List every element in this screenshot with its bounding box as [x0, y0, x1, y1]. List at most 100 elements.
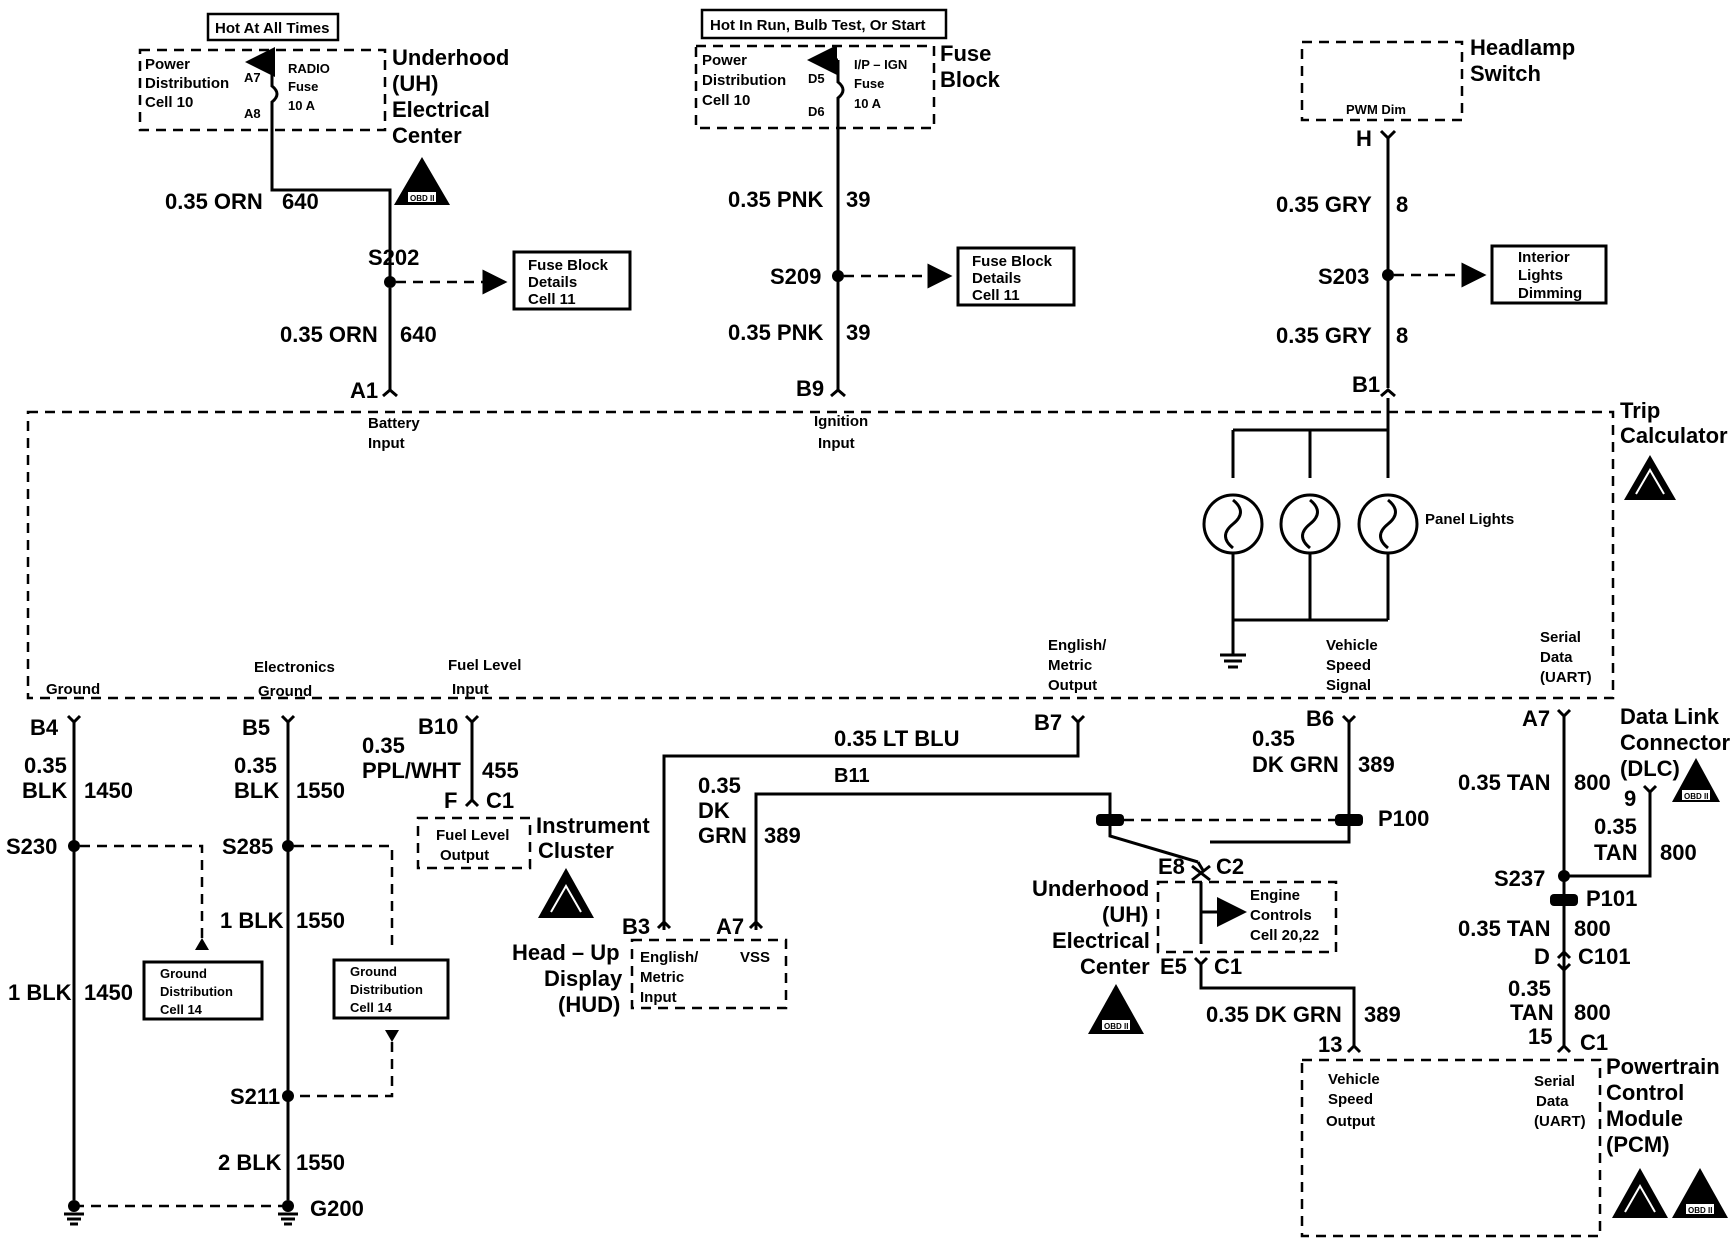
dkgrn-gauge: 0.35 [698, 773, 741, 798]
connector-c1-ic: C1 [486, 788, 514, 813]
tan800a-num: 800 [1574, 770, 1611, 795]
gd1-line-2: Distribution [160, 984, 233, 999]
pin-h: H [1356, 126, 1372, 151]
ground-g200-label: G200 [310, 1196, 364, 1221]
wire-39-num-b: 39 [846, 320, 870, 345]
ec-line-1: Engine [1250, 887, 1300, 904]
fbd2-line-1: Fuse Block [972, 253, 1053, 270]
panel-lights-label: Panel Lights [1425, 511, 1514, 528]
obd-warning-icon: OBD II [1672, 1168, 1728, 1218]
splice-s285-label: S285 [222, 834, 273, 859]
ec-line-3: Cell 20,22 [1250, 927, 1319, 944]
fb-d5-label: D5 [808, 71, 825, 86]
s285-branch [294, 844, 394, 952]
fuse-block-details-box-1 [512, 250, 632, 311]
splice-s230-label: S230 [6, 834, 57, 859]
tan800d-color: TAN [1510, 1000, 1554, 1025]
headlamp-title-2: Switch [1470, 61, 1541, 86]
hud-title-1: Head – Up [512, 940, 620, 965]
svg-text:OBD II: OBD II [1688, 1206, 1712, 1215]
obd-warning-icon: OBD II [1672, 758, 1720, 802]
wire-39-num-a: 39 [846, 187, 870, 212]
trip-calculator-box [26, 410, 1615, 700]
blk1550-num: 1550 [296, 908, 345, 933]
splice-s209-label: S209 [770, 264, 821, 289]
uh2-title-2: (UH) [1102, 902, 1148, 927]
serial-data-2: Data [1540, 649, 1573, 666]
pcm-sd-2: Data [1536, 1093, 1569, 1110]
tan800d-gauge: 0.35 [1508, 976, 1551, 1001]
uh-pdc-label-2: Distribution [145, 75, 229, 92]
em-output-1: English/ [1048, 637, 1107, 654]
flo-line-1: Fuel Level [436, 827, 509, 844]
hot-in-run-box [700, 8, 948, 40]
trip-calculator-title-1: Trip [1620, 398, 1660, 423]
splice-s202-label: S202 [368, 245, 419, 270]
tan800b-color: TAN [1594, 840, 1638, 865]
ign-fuse-label-2: Fuse [854, 76, 884, 91]
pin-b7: B7 [1034, 710, 1062, 735]
pcm-vss-1: Vehicle [1328, 1071, 1380, 1088]
wire-8-color-a: 0.35 GRY [1276, 192, 1372, 217]
fbd1-line-2: Details [528, 274, 577, 291]
connector-c2-x [1191, 864, 1211, 882]
fuse-block-title-2: Block [940, 67, 1001, 92]
gd2-line-1: Ground [350, 964, 397, 979]
blk1550-color: 1 BLK [220, 908, 284, 933]
uh2-title-3: Electrical [1052, 928, 1150, 953]
pcm-title-2: Control [1606, 1080, 1684, 1105]
wire-640-orn [270, 62, 392, 282]
fuse-block-title-1: Fuse [940, 41, 991, 66]
instrument-cluster-1: Instrument [536, 813, 650, 838]
pin-b3: B3 [622, 914, 650, 939]
ec-line-2: Controls [1250, 907, 1312, 924]
p101-label: P101 [1586, 886, 1637, 911]
pin-15: 15 [1528, 1024, 1552, 1049]
pcm-box [1300, 1058, 1602, 1238]
wire-lt-blu [662, 722, 1080, 930]
ltblu-label: 0.35 LT BLU [834, 726, 960, 751]
pcm-title-4: (PCM) [1606, 1132, 1670, 1157]
b4-color: BLK [22, 778, 67, 803]
b5-color: BLK [234, 778, 279, 803]
pin-e5: E5 [1160, 954, 1187, 979]
pin-a1: A1 [350, 378, 378, 403]
obd-warning-icon: OBD II [394, 157, 450, 205]
pin-a7-sd: A7 [1522, 706, 1550, 731]
battery-input-1: Battery [368, 415, 420, 432]
connector-p100-left [1096, 814, 1124, 826]
uh-center-title-1: Underhood [392, 45, 509, 70]
p100-label: P100 [1378, 806, 1429, 831]
b6-gauge: 0.35 [1252, 726, 1295, 751]
esd-warning-icon [538, 868, 594, 918]
wire-8-color-b: 0.35 GRY [1276, 323, 1372, 348]
uh-a7-label: A7 [244, 70, 261, 85]
hot-at-all-times-box [206, 12, 340, 42]
hud-title-3: (HUD) [558, 992, 620, 1017]
fuel-level-input-2: Input [452, 681, 489, 698]
c101-label: C101 [1578, 944, 1631, 969]
instrument-cluster-2: Cluster [538, 838, 614, 863]
pin-b10: B10 [418, 714, 458, 739]
wire-8-num-a: 8 [1396, 192, 1408, 217]
ild-line-2: Lights [1518, 267, 1563, 284]
vss-signal-1: Vehicle [1326, 637, 1378, 654]
blk2-color: 2 BLK [218, 1150, 282, 1175]
pwm-dim-label: PWM Dim [1346, 102, 1406, 117]
connector-c2: C2 [1216, 854, 1244, 879]
s211-branch [294, 1042, 394, 1098]
splice-s202 [384, 276, 396, 288]
gd1-line-3: Cell 14 [160, 1002, 203, 1017]
uh-center-title-4: Center [392, 123, 462, 148]
tan800c-color: 0.35 TAN [1458, 916, 1551, 941]
dkgrn-color-1: DK [698, 798, 730, 823]
uh2-title-1: Underhood [1032, 876, 1149, 901]
splice-s203-label: S203 [1318, 264, 1369, 289]
b6-color: DK GRN [1252, 752, 1339, 777]
blk1450-num: 1450 [84, 980, 133, 1005]
vss-signal-2: Speed [1326, 657, 1371, 674]
pin-d: D [1534, 944, 1550, 969]
gd2-line-2: Distribution [350, 982, 423, 997]
wire-39-color-b: 0.35 PNK [728, 320, 823, 345]
pin-b1: B1 [1352, 372, 1380, 397]
